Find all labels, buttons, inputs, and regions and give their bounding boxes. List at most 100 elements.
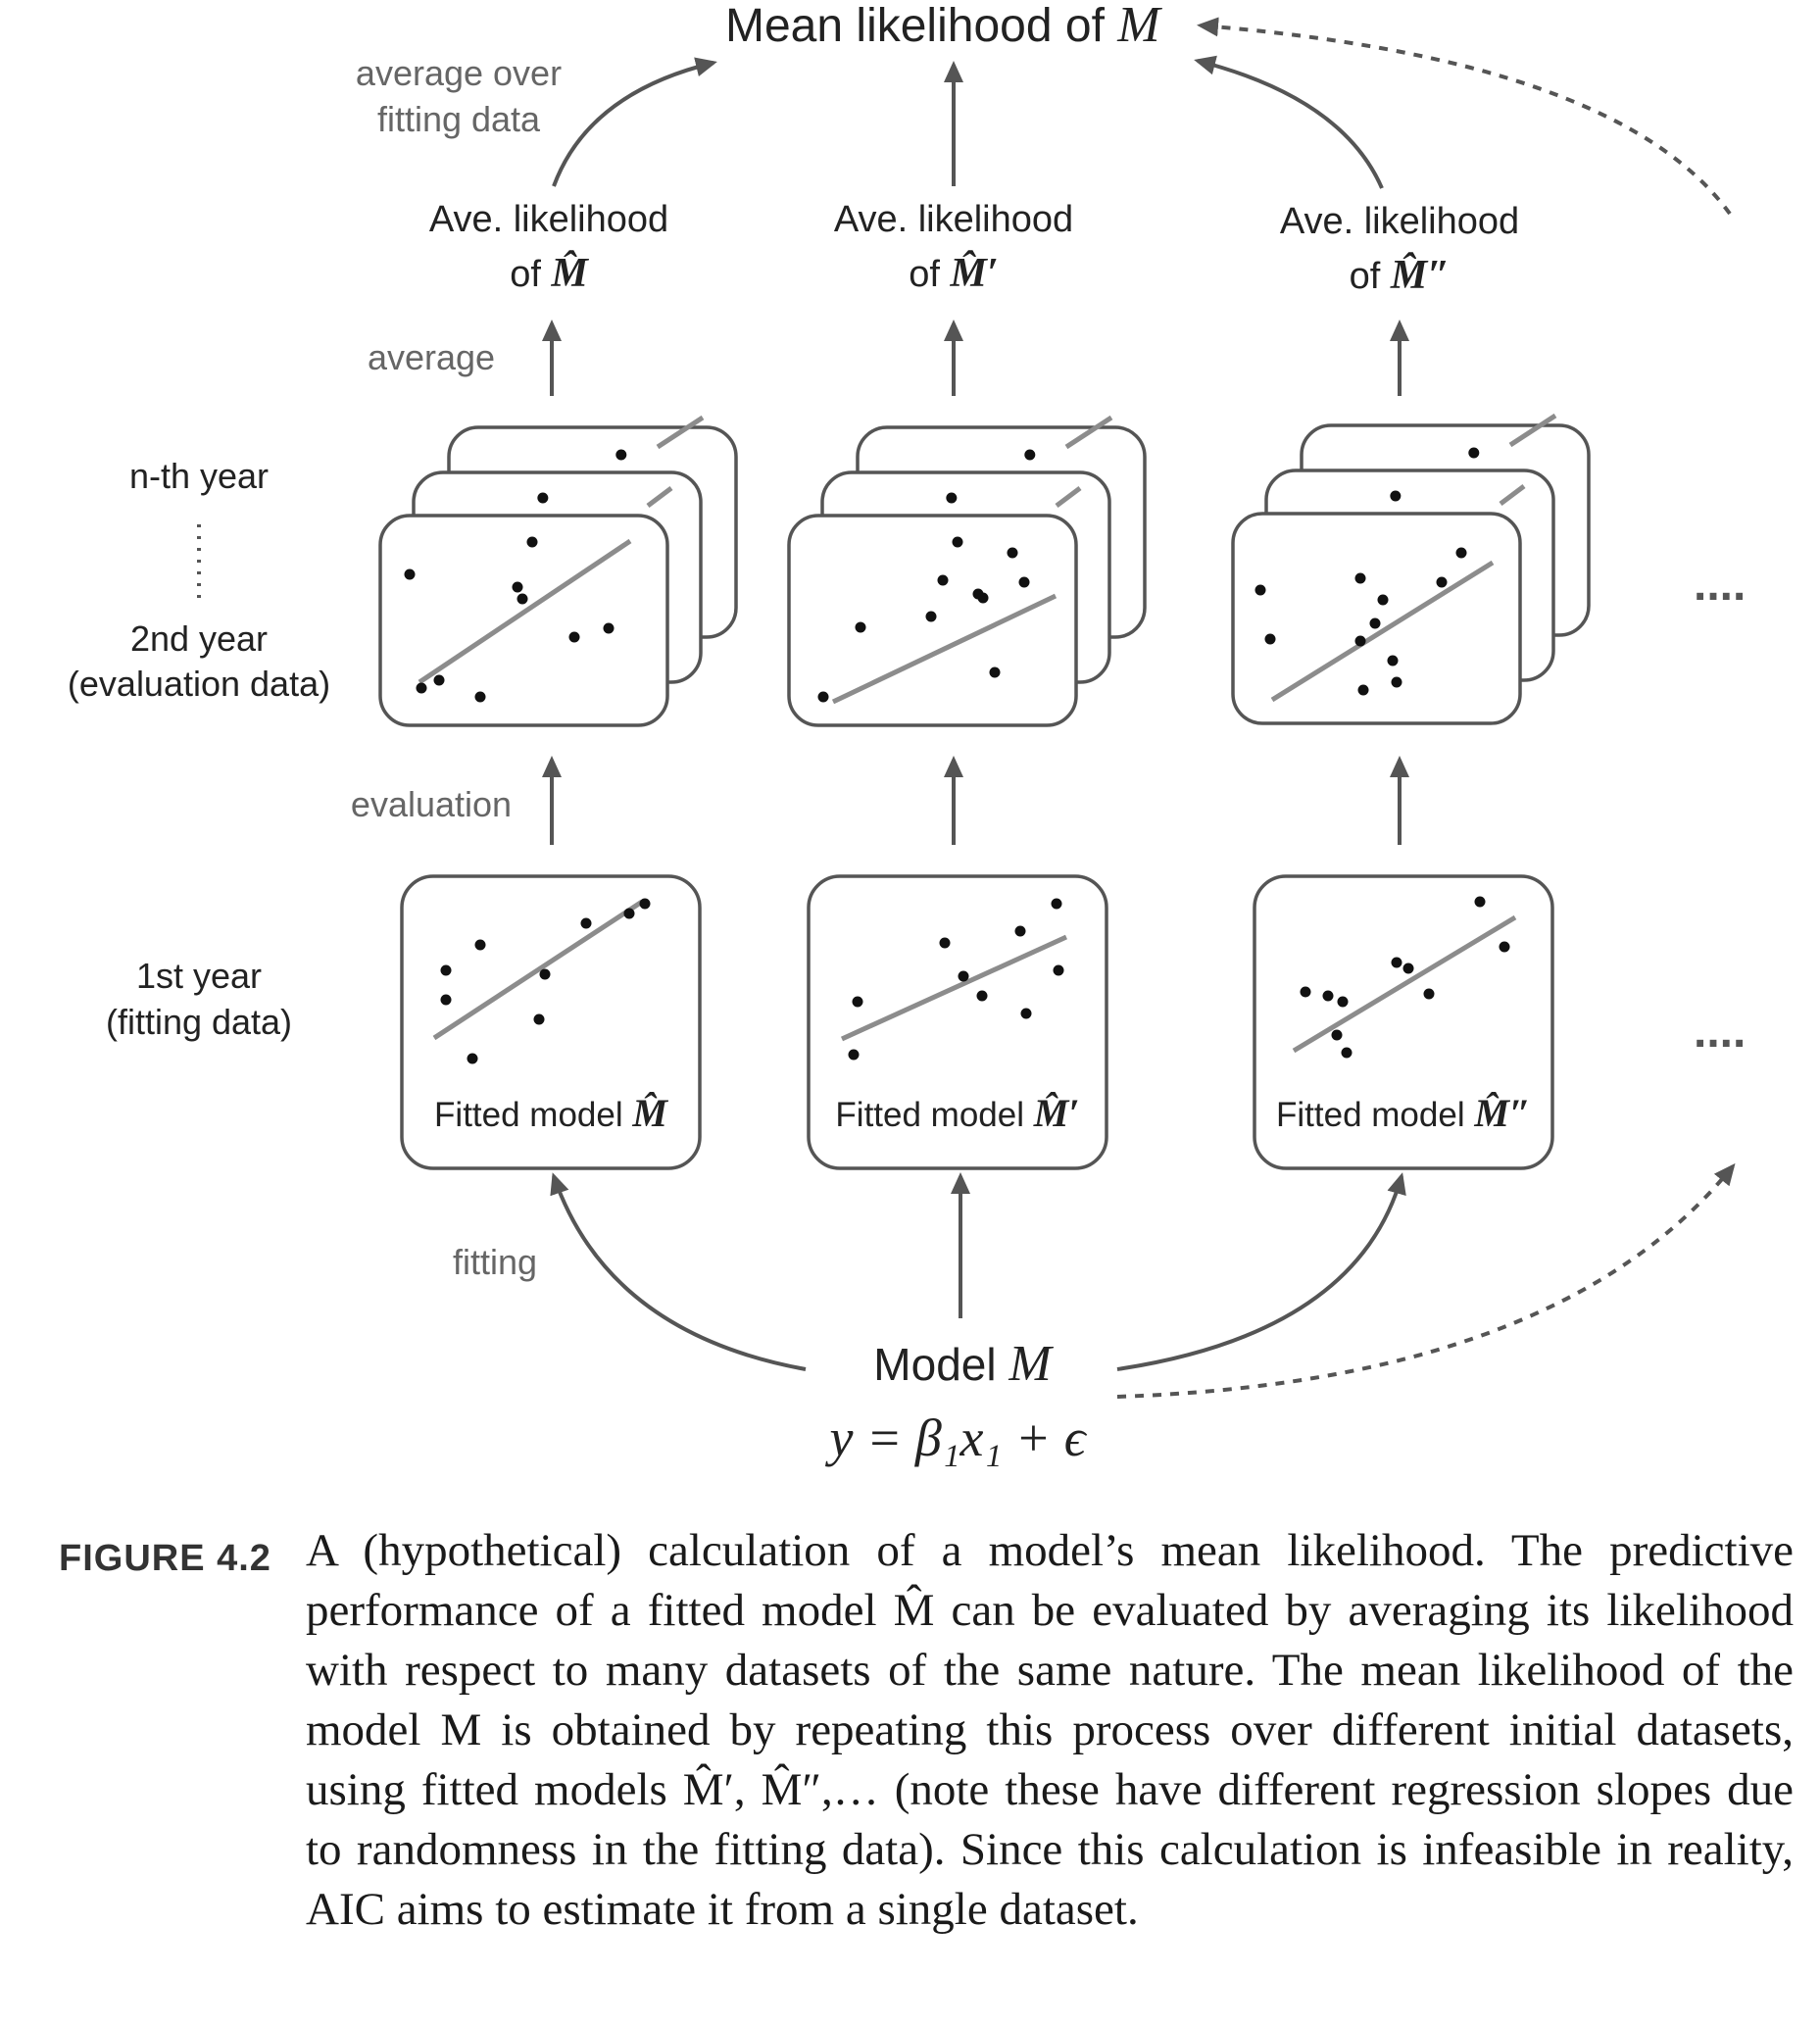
fitted-card-label-3: Fitted model M̂″ (1276, 1091, 1531, 1135)
label-second-year-line1: 2nd year (130, 618, 268, 659)
eval-point-1-3 (512, 581, 523, 593)
label-nth-year: n-th year (129, 456, 269, 496)
fitted-card-prefix-2: Fitted model (835, 1096, 1033, 1134)
figure-caption: FIGURE 4.2 A (hypothetical) calculation … (59, 1521, 1794, 1940)
caption-label: FIGURE 4.2 (59, 1538, 271, 1579)
eval-point-3-5 (1387, 655, 1399, 666)
fitted-card-prefix-3: Fitted model (1276, 1096, 1474, 1134)
fitted-point-2-3 (939, 937, 951, 949)
ave-likelihood-m2-line2: of M̂″ (1350, 252, 1451, 298)
label-evaluation: evaluation (351, 784, 512, 824)
fitted-point-1-8 (639, 898, 651, 910)
eval-point-1-2 (526, 536, 538, 548)
ave-likelihood-m1-line2: of M̂′ (909, 250, 998, 296)
curved-arrow-right-to-title (1194, 55, 1384, 189)
eval-point-1-4 (516, 593, 528, 605)
curved-arrow-model-to-fit1 (550, 1172, 807, 1371)
ave-likelihood-m2-line1: Ave. likelihood (1280, 201, 1519, 242)
caption-text: A (hypothetical) calculation of a model’… (306, 1525, 1794, 1935)
eval-back-fit-line-3-b (1499, 484, 1526, 506)
fitted-point-2-4 (958, 970, 969, 982)
fitted-point-1-4 (533, 1013, 545, 1025)
fitted-point-2-5 (976, 990, 988, 1002)
top-title: Mean likelihood of M (725, 0, 1162, 53)
label-average-over-line1: average over (356, 53, 562, 93)
fitted-point-3-8 (1423, 988, 1435, 1000)
eval-point-3-8 (1354, 572, 1366, 584)
eval-point-2-3 (925, 611, 937, 622)
fitted-point-3-10 (1499, 941, 1510, 953)
fitted-line-2 (840, 934, 1068, 1042)
eval-point-2-8 (1007, 547, 1018, 559)
fitted-point-3-2 (1322, 990, 1334, 1002)
eval-point-3-3 (1354, 635, 1366, 647)
dashed-arrow-to-title (1197, 17, 1732, 216)
eval-back-fit-line-1-a (656, 415, 705, 450)
fitted-model-cards: Fitted model M̂ Fitted model M̂′ Fitted mo… (400, 874, 1554, 1170)
eval-point-1-9 (474, 691, 486, 703)
eval-back-point-1-a (615, 449, 627, 461)
eval-point-1-7 (416, 682, 427, 694)
eval-back-point-2-a (1024, 449, 1036, 461)
eval-point-2-1 (817, 691, 829, 703)
fitted-point-1-3 (474, 939, 486, 951)
fitted-point-3-4 (1331, 1029, 1343, 1041)
ellipsis-eval-row: .... (1694, 559, 1746, 611)
fitted-point-1-5 (539, 968, 551, 980)
fitted-card-symbol-1: M̂ (631, 1091, 668, 1135)
eval-point-2-5 (952, 536, 963, 548)
eval-point-2-2 (855, 621, 866, 633)
eval-point-3-2 (1264, 633, 1276, 645)
fitted-point-1-9 (467, 1053, 478, 1064)
ave-likelihood-m1-line1: Ave. likelihood (834, 199, 1073, 240)
ave-likelihood-m-line2: of M̂ (510, 250, 589, 296)
fitted-point-2-7 (1020, 1008, 1032, 1019)
eval-point-2-7 (977, 592, 989, 604)
fitted-card-1 (400, 874, 702, 1170)
model-equation: y = β₁x₁ + ϵ (824, 1408, 1087, 1467)
fitted-point-2-6 (1014, 925, 1026, 937)
fitted-card-3 (1253, 874, 1554, 1170)
label-average: average (368, 337, 495, 377)
eval-fit-line-3 (1270, 560, 1495, 703)
eval-card-front-1 (378, 514, 669, 727)
fitted-point-1-1 (440, 964, 452, 976)
eval-point-3-10 (1436, 576, 1448, 588)
fitted-point-3-1 (1300, 986, 1311, 998)
curved-arrow-left-to-title (552, 57, 717, 187)
fitted-point-2-9 (1053, 964, 1064, 976)
aic-mean-likelihood-diagram: Mean likelihood of M average over fittin… (68, 0, 1746, 1467)
eval-point-3-1 (1254, 584, 1266, 596)
eval-back-fit-line-1-b (646, 486, 673, 508)
fitted-point-1-2 (440, 994, 452, 1006)
eval-point-2-9 (1018, 576, 1030, 588)
label-second-year-line2: (evaluation data) (68, 664, 330, 704)
fitted-point-3-7 (1402, 963, 1414, 974)
evaluation-card-stacks (378, 413, 1591, 727)
dashed-arrow-model-to-next (1116, 1162, 1736, 1399)
label-fitting: fitting (453, 1242, 537, 1282)
eval-point-1-5 (568, 631, 580, 643)
fitted-point-2-8 (1051, 898, 1062, 910)
label-average-over-line2: fitting data (377, 99, 541, 139)
fitted-point-1-7 (623, 908, 635, 919)
eval-back-point-3-b (1390, 490, 1402, 502)
eval-point-2-10 (989, 666, 1001, 678)
curved-arrow-model-to-fit3 (1116, 1172, 1406, 1371)
fitted-card-symbol-2: M̂′ (1033, 1091, 1080, 1135)
eval-back-point-1-b (537, 492, 549, 504)
eval-point-3-4 (1369, 617, 1381, 629)
fitted-point-1-6 (580, 917, 592, 929)
model-label: Model M (873, 1336, 1054, 1392)
eval-back-fit-line-3-a (1508, 413, 1557, 448)
ave-likelihood-labels: Ave. likelihood of M̂ Ave. likelihood of… (429, 199, 1519, 298)
eval-point-3-7 (1357, 684, 1369, 696)
ave-likelihood-m-line1: Ave. likelihood (429, 199, 668, 240)
eval-back-fit-line-2-a (1064, 415, 1113, 450)
eval-point-2-4 (937, 574, 949, 586)
eval-point-3-6 (1391, 676, 1402, 688)
label-first-year-line2: (fitting data) (106, 1002, 292, 1042)
fitted-point-3-9 (1474, 896, 1486, 908)
ellipsis-fit-row: .... (1694, 1006, 1746, 1058)
eval-point-1-6 (603, 622, 615, 634)
